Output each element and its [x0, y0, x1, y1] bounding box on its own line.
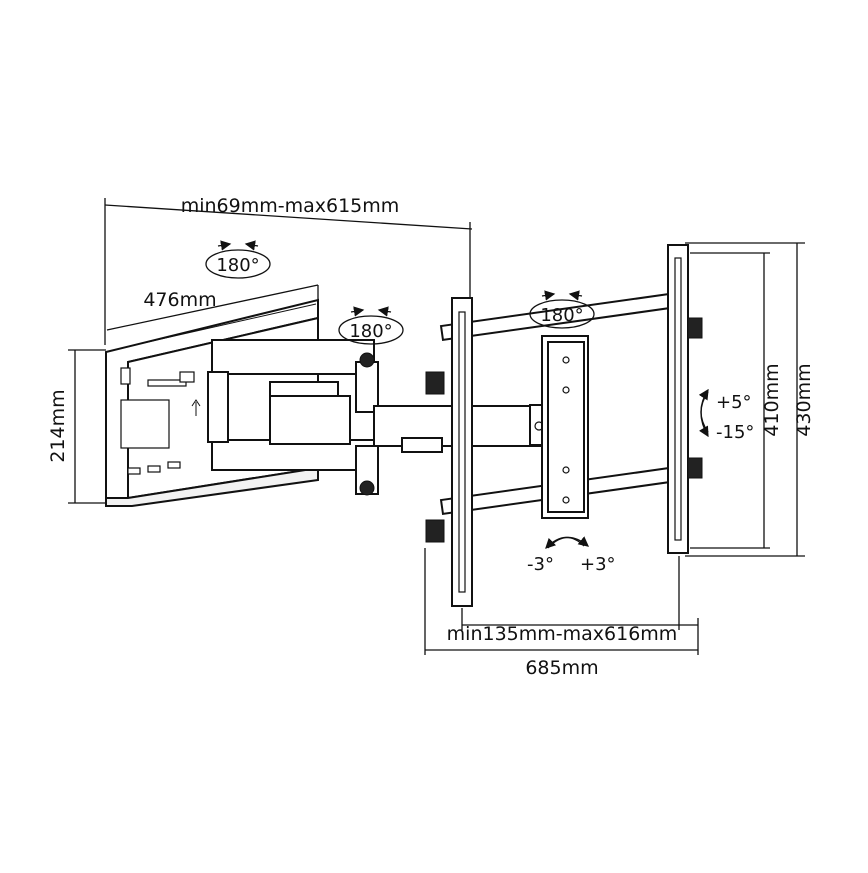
wall-plate-height-label: 214mm [47, 389, 69, 462]
rotation-badge-arm: 180° [338, 306, 404, 345]
arm-length-label: 476mm [143, 289, 216, 311]
top-extension-label: min69mm-max615mm [181, 195, 400, 217]
swivel-head-label: 180° [540, 305, 583, 326]
tilt-down-label: -15° [716, 422, 754, 443]
inner-arm [207, 339, 379, 496]
tilt-indicator: +5° -15° [698, 388, 754, 443]
bottom-range-label: min135mm-max616mm [447, 623, 678, 645]
dimension-lines [68, 198, 805, 655]
tilt-up-label: +5° [716, 392, 752, 413]
level-right-label: +3° [580, 554, 616, 575]
swivel-wall-label: 180° [216, 255, 259, 276]
rotation-badge-wall: 180° [205, 240, 271, 279]
swivel-arm-label: 180° [349, 321, 392, 342]
overall-width-label: 685mm [525, 657, 598, 679]
level-left-label: -3° [527, 554, 554, 575]
vesa-inner-height-label: 410mm [761, 363, 783, 436]
vesa-outer-height-label: 430mm [793, 363, 815, 436]
level-indicator: -3° +3° [527, 536, 616, 575]
tv-bracket [425, 244, 703, 607]
rotation-badge-head: 180° [529, 290, 595, 329]
